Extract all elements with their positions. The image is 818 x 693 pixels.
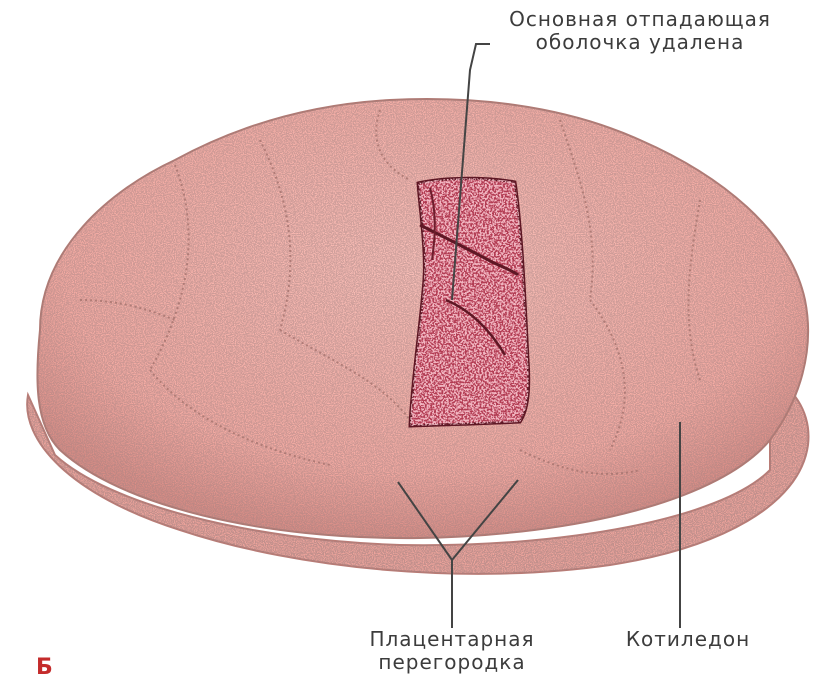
label-septum-line1: Плацентарная bbox=[322, 628, 582, 651]
label-septum-line2: перегородка bbox=[322, 651, 582, 674]
label-decidua-line1: Основная отпадающая bbox=[470, 8, 810, 31]
label-cotyledon: Котиледон bbox=[604, 628, 772, 651]
panel-letter: Б bbox=[36, 655, 53, 681]
label-decidua-line2: оболочка удалена bbox=[470, 31, 810, 54]
label-placental-septum: Плацентарная перегородка bbox=[322, 628, 582, 674]
label-decidua-removed: Основная отпадающая оболочка удалена bbox=[470, 8, 810, 54]
